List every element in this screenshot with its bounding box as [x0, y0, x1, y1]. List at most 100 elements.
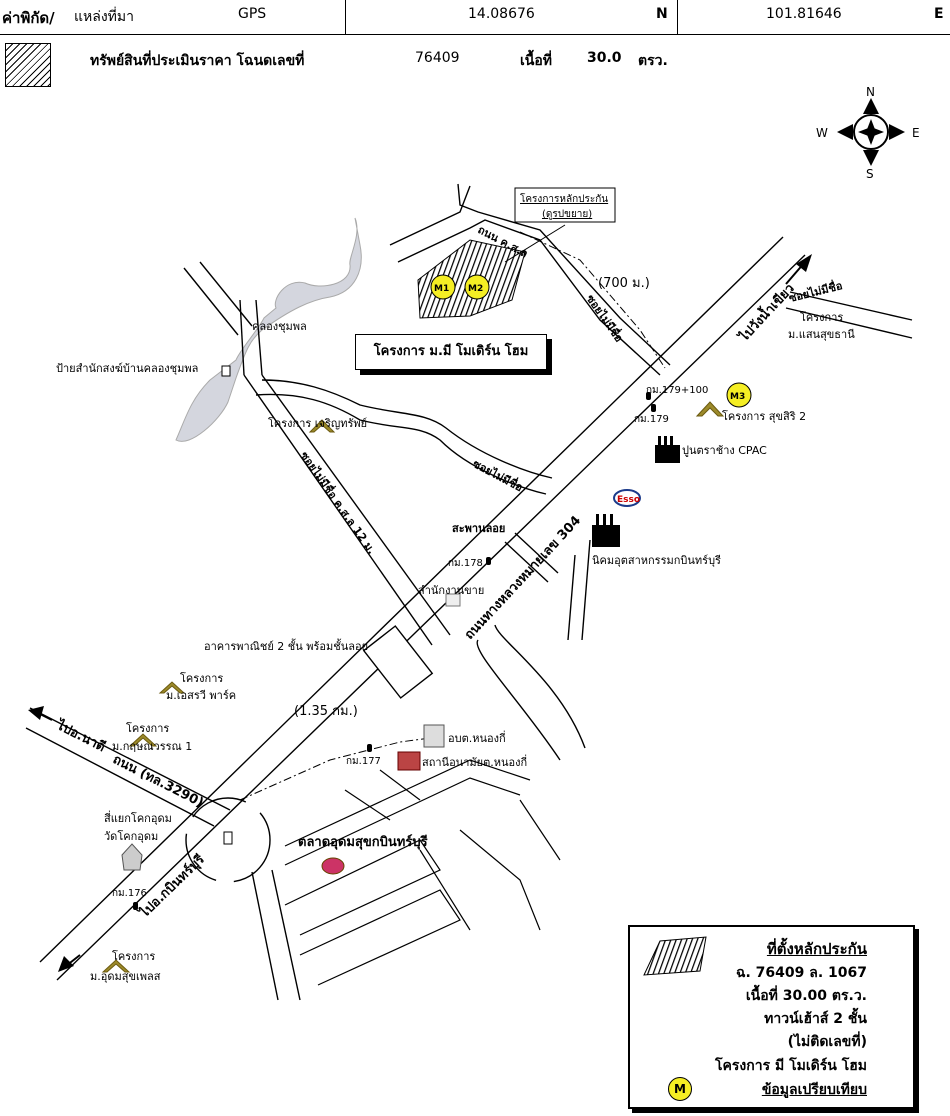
asset-row: ทรัพย์สินที่ประเมินราคา โฉนดเลขที่ 76409… — [0, 40, 950, 80]
to-kabinburi-label: ไปอ.กบินทร์บุรี — [135, 851, 208, 923]
road-south — [251, 869, 301, 1001]
market-label: ตลาดอุดมสุขกบินทร์บุรี — [298, 834, 428, 850]
collateral-project-label: โครงการหลักประกัน — [520, 192, 608, 205]
m3-marker — [726, 382, 752, 408]
roundabout-monument — [223, 831, 233, 845]
coord-label: ค่าพิกัด/ — [2, 9, 55, 27]
legend-line-4: (ไม่ติดเลขที่) — [787, 1034, 867, 1050]
cpac-label: ปูนตราช้าง CPAC — [682, 444, 767, 457]
compass-east: E — [912, 126, 920, 140]
temple-sign-label: ป้ายสำนักสงฆ์บ้านคลองชุมพล — [56, 362, 198, 375]
source-label: แหล่งที่มา — [74, 9, 134, 25]
canal-label: คลองชุมพล — [252, 320, 307, 333]
canal-water — [175, 217, 362, 442]
km177-label: กม.177 — [346, 756, 381, 767]
esso-logo — [613, 489, 641, 507]
divider — [345, 0, 346, 34]
factory-icon — [592, 436, 680, 547]
proj-sansuk-label-1: โครงการ — [800, 310, 843, 324]
compass-rose — [837, 98, 905, 166]
road-3290-label: ถนน (ทล.3290) — [110, 752, 206, 811]
proj-charoen-label: โครงการ เจริญทรัพย์ — [268, 416, 367, 430]
legend-line-1: ฉ. 76409 ล. 1067 — [735, 965, 867, 981]
longitude-value: 101.81646 — [766, 6, 842, 22]
m2-label: M2 — [468, 284, 483, 294]
legend-line-2: เนื้อที่ 30.00 ตร.ว. — [745, 988, 867, 1004]
km179-label: กม.179 — [634, 414, 669, 425]
km-post-icon — [133, 392, 656, 910]
office-icon — [445, 593, 461, 607]
coordinate-row: ค่าพิกัด/ แหล่งที่มา GPS 14.08676 N 101.… — [0, 0, 950, 35]
collateral-callout-box — [514, 187, 616, 223]
deed-number: 76409 — [415, 50, 460, 66]
legend-hatch-icon — [643, 936, 707, 976]
temple-icon — [121, 843, 143, 871]
legend-line-5: โครงการ มี โมเดิร์น โฮม — [715, 1058, 867, 1074]
esso-label: Esso — [617, 495, 640, 505]
soi-middle — [255, 379, 553, 495]
compass-north: N — [866, 85, 875, 99]
soi-sansuk — [785, 291, 913, 339]
m3-label: M3 — [730, 392, 745, 402]
proj-el-label-1: โครงการ — [180, 671, 223, 685]
m1-label: M1 — [434, 284, 449, 294]
health-label: สถานีอนามัยต.หนองกี่ — [422, 754, 527, 769]
road-3290 — [25, 707, 231, 827]
m1-marker — [430, 274, 456, 300]
legend-title: ที่ตั้งหลักประกัน — [766, 940, 867, 958]
callout-line — [504, 224, 566, 263]
commercial-label: อาคารพาณิชย์ 2 ชั้น พร้อมชั้นลอย — [204, 638, 368, 653]
compass-west: W — [816, 126, 828, 140]
road-industrial — [476, 539, 591, 761]
soi-north-road — [183, 261, 451, 646]
latitude-direction: N — [656, 6, 668, 22]
direction-arrow-w — [28, 706, 53, 721]
proj-kn-label-2: ม.กฤษณวรรณ 1 — [112, 740, 192, 753]
proj-el-label-2: ม.เอสรวี พาร์ค — [166, 689, 236, 702]
temple-sign-icon — [221, 365, 231, 377]
soi-rpd-label: ซอยไม่มีชื่อ ค.ส.ล 12 ม. — [298, 448, 380, 557]
sao-label: อบต.หนองกี่ — [448, 730, 506, 745]
proj-sansuk-label-2: ม.แสนสุขธานี — [788, 328, 855, 341]
concrete-road — [389, 183, 671, 376]
divider — [677, 0, 678, 34]
route-line — [239, 231, 666, 801]
area-label: เนื้อที่ — [520, 53, 552, 69]
health-station-icon — [397, 751, 421, 771]
km178-label: กม.178 — [448, 558, 483, 569]
roundabout — [185, 797, 271, 883]
legend-m-marker: M — [668, 1077, 692, 1101]
source-value: GPS — [238, 6, 267, 22]
legend-line-3: ทาวน์เฮ้าส์ 2 ชั้น — [764, 1011, 867, 1027]
asset-label: ทรัพย์สินที่ประเมินราคา โฉนดเลขที่ — [90, 53, 305, 69]
proj-udom-label-2: ม.อุดมสุขเพลส — [90, 970, 161, 983]
market-streets — [284, 759, 561, 986]
commercial-building — [362, 625, 434, 699]
collateral-phase-label: (ดูรปขยาย) — [542, 209, 592, 220]
proj-suksiri-label: โครงการ สุขสิริ 2 — [722, 409, 806, 423]
proj-kn-label-1: โครงการ — [126, 721, 169, 735]
compass-south: S — [866, 167, 874, 181]
industrial-label: นิคมอุตสาหกรรมกบินทร์บุรี — [592, 554, 721, 567]
junction-label: สี่แยกโคกอุดม — [104, 810, 172, 825]
sao-building-icon — [423, 724, 445, 748]
highway-304 — [39, 236, 806, 981]
distance-700: (700 ม.) — [598, 276, 650, 291]
market-icon — [321, 857, 345, 875]
km176-label: กม.176 — [112, 888, 147, 899]
temple-label: วัดโคกอุดม — [104, 829, 158, 843]
longitude-direction: E — [934, 6, 944, 22]
m2-marker — [464, 274, 490, 300]
house-icon — [101, 401, 725, 973]
bridge-label: สะพานลอย — [452, 522, 505, 535]
project-title-box: โครงการ ม.มี โมเดิร์น โฮม — [355, 334, 547, 370]
latitude-value: 14.08676 — [468, 6, 535, 22]
area-value: 30.0 — [587, 50, 622, 66]
km179-100-label: กม.179+100 — [646, 385, 708, 396]
legend-box: ที่ตั้งหลักประกัน ฉ. 76409 ล. 1067 เนื้อ… — [628, 925, 915, 1109]
area-unit: ตรว. — [638, 53, 668, 69]
legend-compare: ข้อมูลเปรียบเทียบ — [761, 1082, 867, 1098]
to-nadi-label: ไปอ.นาดี — [52, 716, 108, 756]
soi-mai-rue-label-3: ซอยไม่มีชื่อ — [471, 455, 526, 494]
